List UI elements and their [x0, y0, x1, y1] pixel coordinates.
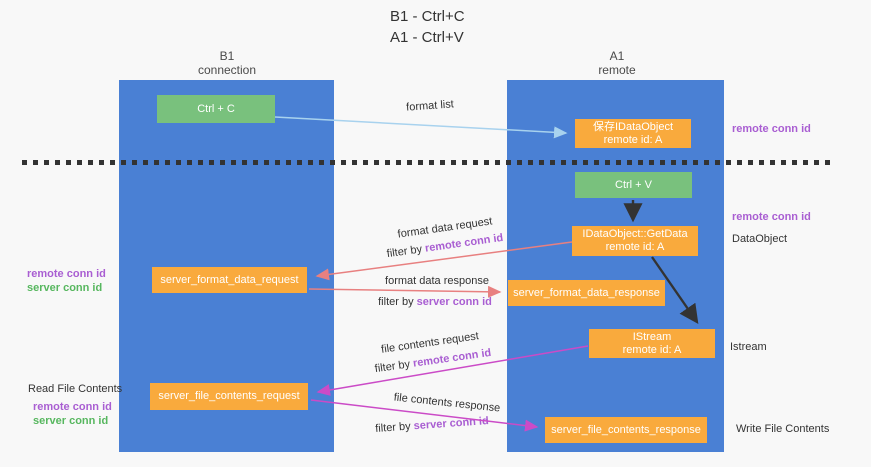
ctrl-c-label: Ctrl + C [197, 102, 235, 115]
filter-by-text: filter by [378, 296, 414, 308]
server-format-data-response-box: server_format_data_response [508, 280, 665, 306]
server-conn-id-annotation-left-bottom: server conn id [33, 415, 109, 427]
ctrl-c-box: Ctrl + C [157, 95, 275, 123]
save-dataobject-line1: 保存IDataObject [592, 120, 674, 133]
read-file-contents-annotation: Read File Contents [28, 383, 123, 395]
remote-conn-id-annotation-left-bottom: remote conn id [33, 401, 112, 413]
save-dataobject-box: 保存IDataObject remote id: A [575, 119, 691, 148]
format-data-response-arrow [308, 285, 502, 298]
save-dataobject-line2: remote id: A [603, 133, 663, 146]
server-file-contents-request-label: server_file_contents_request [158, 390, 300, 402]
phase-divider-dashed-line [22, 160, 834, 165]
right-column-role: remote [598, 63, 636, 77]
ctrl-v-label: Ctrl + V [615, 178, 652, 191]
file-contents-response-label: file contents response [393, 391, 501, 415]
getdata-line1: IDataObject::GetData [582, 228, 688, 240]
server-format-data-request-box: server_format_data_request [152, 267, 307, 293]
left-column-role: connection [197, 63, 257, 77]
remote-conn-id-annotation-top-right: remote conn id [732, 123, 811, 135]
istream-annotation: Istream [730, 341, 767, 353]
left-column-header: B1 connection [157, 49, 297, 77]
remote-conn-id-annotation-mid-right: remote conn id [732, 211, 811, 223]
getdata-line2: remote id: A [605, 241, 665, 253]
format-response-filter-label: filter by server conn id [375, 296, 495, 308]
remote-conn-id-annotation-left: remote conn id [27, 268, 106, 280]
format-data-response-label: format data response [385, 275, 489, 287]
write-file-contents-annotation: Write File Contents [736, 423, 830, 435]
idataobject-getdata-box: IDataObject::GetData remote id: A [572, 226, 698, 256]
server-format-data-response-label: server_format_data_response [513, 286, 660, 299]
filter-by-text: filter by [386, 243, 423, 261]
istream-box: IStream remote id: A [589, 329, 715, 358]
remote-conn-id-key: remote conn id [412, 346, 492, 370]
title-line-1: B1 - Ctrl+C [390, 8, 465, 25]
server-conn-id-annotation-left: server conn id [27, 282, 103, 294]
ctrl-v-box: Ctrl + V [575, 172, 692, 198]
format-list-label: format list [405, 98, 455, 114]
server-file-contents-request-box: server_file_contents_request [150, 383, 308, 410]
left-column-name: B1 [219, 49, 235, 63]
server-file-contents-response-label: server_file_contents_response [551, 423, 701, 436]
istream-line1: IStream [632, 330, 672, 343]
right-column-name: A1 [609, 49, 625, 63]
diagram-title: B1 - Ctrl+C A1 - Ctrl+V [390, 6, 465, 48]
server-format-data-request-label: server_format_data_request [160, 273, 299, 286]
server-conn-id-key: server conn id [413, 415, 490, 433]
right-column-header: A1 remote [547, 49, 687, 77]
file-response-filter-label: filter by server conn id [372, 415, 493, 435]
server-file-contents-response-box: server_file_contents_response [545, 417, 707, 443]
filter-by-text: filter by [374, 420, 412, 435]
server-conn-id-key: server conn id [416, 296, 492, 308]
title-line-2: A1 - Ctrl+V [390, 29, 464, 46]
filter-by-text: filter by [374, 358, 411, 376]
istream-line2: remote id: A [622, 343, 682, 356]
remote-conn-id-key: remote conn id [424, 231, 504, 255]
dataobject-annotation: DataObject [732, 233, 788, 245]
